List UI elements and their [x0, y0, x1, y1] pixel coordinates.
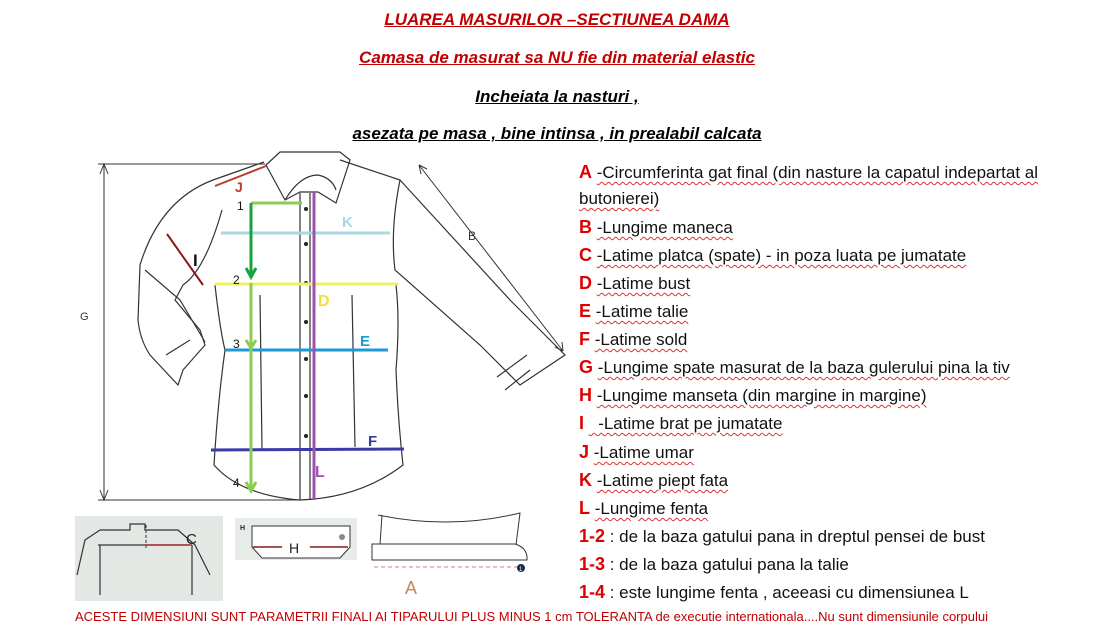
measurement-key: G — [579, 357, 594, 377]
measurement-key: C — [579, 245, 592, 265]
label-E: E — [360, 333, 370, 350]
label-G: G — [80, 311, 89, 323]
label-I: I — [193, 251, 198, 270]
measurement-G: G -Lungime spate masurat de la baza gule… — [579, 357, 1010, 378]
measurement-text: -Lungime fenta — [594, 499, 709, 518]
measurement-1-2: 1-2 : de la baza gatului pana in dreptul… — [579, 526, 985, 547]
measurement-D: D -Latime bust — [579, 273, 690, 294]
label-K: K — [342, 214, 353, 231]
measurement-H: H -Lungime manseta (din margine in margi… — [579, 385, 927, 406]
measurement-text: : de la baza gatului pana la talie — [605, 555, 849, 574]
cuff-diagram — [235, 518, 357, 560]
line-F — [210, 447, 405, 452]
measurement-key: I — [579, 413, 585, 433]
measurement-L: L -Lungime fenta — [579, 498, 708, 519]
measurement-text: -Latime talie — [595, 302, 689, 321]
measurement-key: K — [579, 470, 592, 490]
label-D: D — [318, 293, 330, 310]
measurement-B: B -Lungime maneca — [579, 217, 733, 238]
measurement-text: -Latime sold — [594, 330, 688, 349]
measurement-key: E — [579, 301, 592, 321]
instruction-flat: asezata pe masa , bine intinsa , in prea… — [352, 124, 762, 143]
measurement-A: A -Circumferinta gat final (din nasture … — [579, 162, 1038, 183]
collar-diagram — [371, 512, 528, 572]
measurement-text: -Latime platca (spate) - in poza luata p… — [596, 246, 967, 265]
instruction-buttoned: Incheiata la nasturi , — [475, 87, 639, 106]
badge-1: 1 — [519, 567, 523, 573]
measurement-F: F -Latime sold — [579, 329, 687, 350]
measurement-key: 1-4 — [579, 582, 606, 602]
measurement-key: H — [579, 385, 592, 405]
dimension-G — [98, 162, 300, 502]
measurement-text: -Latime umar — [593, 443, 694, 462]
measurement-I: I -Latime brat pe jumatate — [579, 413, 782, 434]
point-1: 1 — [237, 199, 244, 213]
measurement-text: -Latime brat pe jumatate — [588, 414, 783, 433]
measurement-text: -Latime bust — [596, 274, 691, 293]
measurement-1-4: 1-4 : este lungime fenta , aceeasi cu di… — [579, 582, 969, 603]
measurement-key: A — [579, 162, 592, 182]
label-J: J — [235, 179, 243, 195]
measurement-1-3: 1-3 : de la baza gatului pana la talie — [579, 554, 849, 575]
label-B: B — [468, 229, 476, 243]
label-L: L — [315, 464, 325, 481]
measurement-text: butonierei) — [579, 189, 660, 208]
shirt-buttons — [304, 207, 308, 438]
yoke-back-diagram — [75, 516, 223, 601]
line-1-4 — [244, 201, 302, 495]
label-C: C — [186, 531, 197, 548]
subtitle: Camasa de masurat sa NU fie din material… — [359, 48, 755, 67]
label-F: F — [368, 433, 377, 450]
point-3: 3 — [233, 337, 240, 351]
point-2: 2 — [233, 273, 240, 287]
tolerance-footer: ACESTE DIMENSIUNI SUNT PARAMETRII FINALI… — [75, 609, 988, 624]
measurement-text: : de la baza gatului pana in dreptul pen… — [605, 527, 985, 546]
measurement-text: : este lungime fenta , aceeasi cu dimens… — [605, 583, 969, 602]
line-I — [166, 233, 204, 286]
measurement-key: 1-3 — [579, 554, 606, 574]
line-J — [214, 165, 267, 187]
dimension-B — [418, 164, 564, 352]
measurement-text: -Circumferinta gat final (din nasture la… — [596, 163, 1039, 182]
page-title: LUAREA MASURILOR –SECTIUNEA DAMA — [384, 10, 730, 29]
measurement-A-cont: butonierei) — [579, 189, 659, 209]
measurement-text: -Lungime maneca — [596, 218, 733, 237]
measurement-text: -Lungime spate masurat de la baza guleru… — [597, 358, 1010, 377]
measurement-text: -Latime piept fata — [596, 471, 729, 490]
measurement-key: J — [579, 442, 590, 462]
measurement-K: K -Latime piept fata — [579, 470, 728, 491]
label-H: H — [289, 540, 299, 556]
measurement-E: E -Latime talie — [579, 301, 688, 322]
point-4: 4 — [233, 476, 240, 490]
label-A: A — [405, 578, 417, 598]
measurement-J: J -Latime umar — [579, 442, 694, 463]
measurement-key: L — [579, 498, 590, 518]
measurement-key: D — [579, 273, 592, 293]
measurement-key: 1-2 — [579, 526, 606, 546]
measurement-C: C -Latime platca (spate) - in poza luata… — [579, 245, 966, 266]
measurement-key: F — [579, 329, 590, 349]
label-H-small: H — [240, 525, 245, 532]
measurement-text: -Lungime manseta (din margine in margine… — [596, 386, 927, 405]
measurement-key: B — [579, 217, 592, 237]
